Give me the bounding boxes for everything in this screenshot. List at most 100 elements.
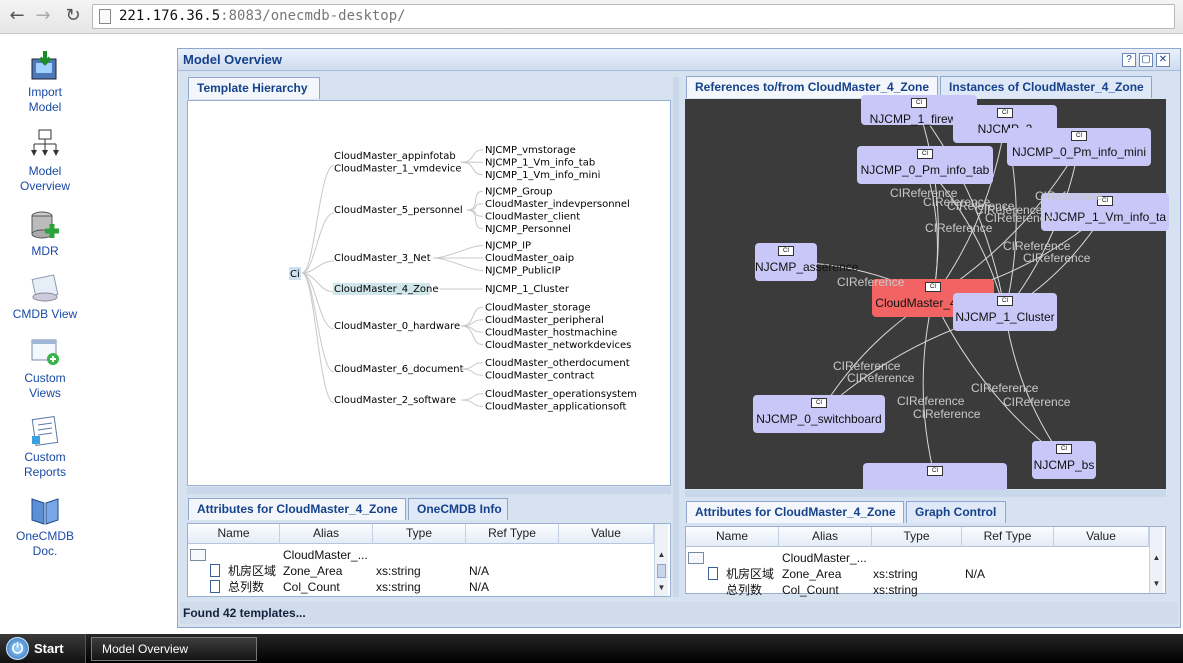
close-button[interactable]: ✕ xyxy=(1156,53,1170,67)
column-header-name[interactable]: Name xyxy=(188,524,280,544)
tree-node-template[interactable]: CloudMaster_applicationsoft xyxy=(485,401,627,412)
right-splitter[interactable] xyxy=(685,490,1166,497)
tab-graph-control[interactable]: Graph Control xyxy=(906,501,1006,523)
edge-label: CIReference xyxy=(913,407,981,421)
table-row[interactable]: 总列数 Col_Count xs:string N/A xyxy=(188,579,654,595)
power-icon: ⏻ xyxy=(6,637,29,660)
tree-node-template[interactable]: CloudMaster_2_software xyxy=(334,395,456,406)
column-header-type[interactable]: Type xyxy=(373,524,466,544)
table-row[interactable]: CloudMaster_... xyxy=(188,547,654,563)
maximize-button[interactable]: ▢ xyxy=(1139,53,1153,67)
forward-arrow-icon[interactable]: → xyxy=(35,5,51,26)
tab-attributes-left[interactable]: Attributes for CloudMaster_4_Zone xyxy=(188,498,406,520)
tree-node-template[interactable]: CloudMaster_oaip xyxy=(485,253,574,264)
center-splitter[interactable] xyxy=(673,77,679,597)
tree-node-template[interactable]: NJCMP_Personnel xyxy=(485,224,571,235)
launcher-label: CMDB View xyxy=(12,307,78,321)
tree-node-template[interactable]: CloudMaster_appinfotab xyxy=(334,151,456,162)
tree-node-template[interactable]: CloudMaster_4_Zone xyxy=(334,284,439,295)
tree-node-template[interactable]: CloudMaster_networkdevices xyxy=(485,340,631,351)
tree-node-template[interactable]: CloudMaster_client xyxy=(485,211,580,222)
tree-node-template[interactable]: NJCMP_PublicIP xyxy=(485,266,561,277)
scroll-up-icon[interactable]: ▲ xyxy=(1152,553,1161,562)
column-header-type[interactable]: Type xyxy=(872,527,962,547)
tree-node-template[interactable]: NJCMP_IP xyxy=(485,241,531,252)
column-header-value[interactable]: Value xyxy=(559,524,654,544)
back-arrow-icon[interactable]: ← xyxy=(9,5,25,26)
tree-node-template[interactable]: NJCMP_1_Vm_info_tab xyxy=(485,157,595,168)
tree-node-template[interactable]: CloudMaster_1_vmdevice xyxy=(334,164,462,175)
page-icon xyxy=(99,9,111,24)
tree-node-template[interactable]: CloudMaster_peripheral xyxy=(485,315,604,326)
tree-node-template[interactable]: NJCMP_1_Vm_info_mini xyxy=(485,170,600,181)
left-splitter[interactable] xyxy=(187,487,671,494)
edge-label: CIReference xyxy=(1003,395,1071,409)
launcher-cmdb-view[interactable]: CMDB View xyxy=(0,271,90,322)
column-header-alias[interactable]: Alias xyxy=(779,527,872,547)
cell-type: xs:string xyxy=(376,564,421,578)
scroll-down-icon[interactable]: ▼ xyxy=(657,583,666,592)
address-bar[interactable]: 221.176.36.5:8083/onecmdb-desktop/ xyxy=(92,4,1175,29)
tree-node-template[interactable]: CloudMaster_otherdocument xyxy=(485,358,630,369)
tree-node-template[interactable]: CloudMaster_storage xyxy=(485,302,591,313)
tree-node-template[interactable]: CloudMaster_contract xyxy=(485,370,594,381)
help-button[interactable]: ? xyxy=(1122,53,1136,67)
vertical-scrollbar[interactable]: ▲ ▼ xyxy=(654,524,668,596)
graph-edge xyxy=(918,109,1006,313)
launcher-model-overview[interactable]: Model Overview xyxy=(0,128,90,194)
tree-node-template[interactable]: CloudMaster_operationsystem xyxy=(485,389,637,400)
left-attr-tabstrip: Attributes for CloudMaster_4_Zone OneCMD… xyxy=(186,498,672,520)
tree-node-template[interactable]: NJCMP_vmstorage xyxy=(485,145,576,156)
tree-node-template[interactable]: CloudMaster_3_Net xyxy=(334,253,431,264)
launcher-custom-reports[interactable]: Custom Reports xyxy=(0,414,90,480)
table-row[interactable]: 机房区域 Zone_Area xs:string N/A xyxy=(686,566,1149,582)
vertical-scrollbar[interactable]: ▲ ▼ xyxy=(1149,527,1163,593)
scroll-down-icon[interactable]: ▼ xyxy=(1152,579,1161,588)
column-header-alias[interactable]: Alias xyxy=(280,524,373,544)
launcher-import-model[interactable]: Import Model xyxy=(0,49,90,115)
start-button[interactable]: ⏻ Start xyxy=(0,634,86,663)
graph-node[interactable]: CI xyxy=(863,463,1007,493)
tree-node-template[interactable]: CloudMaster_5_personnel xyxy=(334,205,463,216)
tree-node-template[interactable]: NJCMP_Group xyxy=(485,186,553,197)
tab-instances[interactable]: Instances of CloudMaster_4_Zone xyxy=(940,76,1152,98)
tab-onecmdb-info[interactable]: OneCMDB Info xyxy=(408,498,508,520)
tab-template-hierarchy[interactable]: Template Hierarchy xyxy=(188,77,320,99)
scroll-thumb[interactable] xyxy=(657,564,666,578)
taskbar-item-model-overview[interactable]: Model Overview xyxy=(91,637,257,661)
column-header-ref-type[interactable]: Ref Type xyxy=(962,527,1054,547)
reload-icon[interactable]: ↻ xyxy=(65,5,81,26)
tree-node-template[interactable]: CloudMaster_6_document xyxy=(334,364,464,375)
graph-node-label: NJCMP_1_firewall xyxy=(869,112,969,126)
column-header-value[interactable]: Value xyxy=(1054,527,1149,547)
folder-icon xyxy=(190,549,206,561)
ci-icon: CI xyxy=(1056,444,1072,454)
ci-icon: CI xyxy=(1097,196,1113,206)
launcher-label: Import Model xyxy=(27,85,62,114)
tab-attributes-right[interactable]: Attributes for CloudMaster_4_Zone xyxy=(686,501,904,523)
launcher-onecmdb-doc[interactable]: OneCMDB Doc. xyxy=(0,493,90,559)
table-row[interactable]: 总列数 Col_Count xs:string xyxy=(686,582,1149,597)
launcher-custom-views[interactable]: Custom Views xyxy=(0,335,90,401)
column-header-name[interactable]: Name xyxy=(686,527,779,547)
launcher-mdr[interactable]: MDR xyxy=(0,208,90,259)
scroll-up-icon[interactable]: ▲ xyxy=(657,550,666,559)
table-row[interactable]: CloudMaster_... xyxy=(686,550,1149,566)
tree-node-template[interactable]: CloudMaster_indevpersonnel xyxy=(485,199,630,210)
tree-node-template[interactable]: CloudMaster_0_hardware xyxy=(334,321,460,332)
tab-references[interactable]: References to/from CloudMaster_4_Zone xyxy=(686,76,938,98)
table-row[interactable]: 机房区域 Zone_Area xs:string N/A xyxy=(188,563,654,579)
tree-node-template[interactable]: NJCMP_1_Cluster xyxy=(485,284,570,295)
column-header-ref-type[interactable]: Ref Type xyxy=(466,524,559,544)
tree-node-template[interactable]: CloudMaster_hostmachine xyxy=(485,327,617,338)
tree-node-root[interactable]: Ci xyxy=(290,269,300,280)
